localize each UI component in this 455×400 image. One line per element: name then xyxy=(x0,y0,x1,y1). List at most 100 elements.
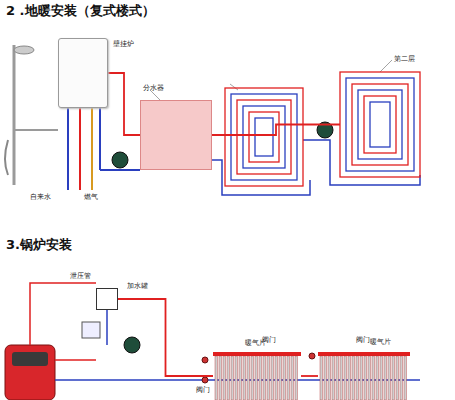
radiator-fin xyxy=(235,356,237,400)
wall-boiler: 壁挂炉 xyxy=(58,38,108,108)
radiator-fin xyxy=(372,356,374,400)
heating-coil xyxy=(255,118,273,156)
radiator-fin xyxy=(295,356,297,400)
heating-coil xyxy=(243,106,285,168)
controller xyxy=(82,322,100,338)
part-label: 燃气 xyxy=(84,194,98,201)
radiator-fin xyxy=(360,356,362,400)
boiler xyxy=(5,345,55,400)
radiator-fin xyxy=(275,356,277,400)
manifold: 分水器 xyxy=(140,100,212,170)
leader-line xyxy=(380,60,392,72)
heating-coil xyxy=(364,96,396,153)
radiator-fin xyxy=(259,356,261,400)
radiator-fin xyxy=(251,356,253,400)
radiator-fin xyxy=(267,356,269,400)
heating-coil xyxy=(352,84,408,165)
pipe-connector xyxy=(301,375,318,377)
radiator-fin xyxy=(320,356,322,400)
radiator-fin xyxy=(332,356,334,400)
radiator-fin xyxy=(287,356,289,400)
pipe-connector xyxy=(212,125,340,136)
valve xyxy=(202,377,208,383)
radiator-fin xyxy=(380,356,382,400)
valve xyxy=(309,353,315,359)
part-label: 阀门 xyxy=(262,337,276,344)
radiator-header xyxy=(213,352,301,356)
radiator-fin xyxy=(279,356,281,400)
radiator-fin xyxy=(392,356,394,400)
radiator-fin xyxy=(227,356,229,400)
hot-pipe xyxy=(79,108,81,190)
supply-pipe xyxy=(55,359,96,361)
return-pipe xyxy=(99,108,101,170)
pipe-connector xyxy=(118,299,213,376)
return-pipe xyxy=(212,160,310,195)
radiator-fin xyxy=(263,356,265,400)
shower-head xyxy=(14,46,34,54)
radiator-fin xyxy=(223,356,225,400)
radiator-fin xyxy=(400,356,402,400)
heating-coil xyxy=(358,90,402,159)
radiator-fin xyxy=(283,356,285,400)
heating-coil xyxy=(231,94,297,180)
radiator-fin xyxy=(384,356,386,400)
radiator-fin xyxy=(352,356,354,400)
shower-hose xyxy=(5,140,8,175)
heating-coil xyxy=(346,78,414,171)
heating-coil xyxy=(370,102,390,147)
leader-line xyxy=(230,84,238,90)
heating-coil xyxy=(340,72,420,177)
radiator-fin xyxy=(215,356,217,400)
radiator-fin xyxy=(376,356,378,400)
radiator-fin xyxy=(364,356,366,400)
node-label: 第二层 xyxy=(394,56,415,63)
radiator-fin xyxy=(231,356,233,400)
shower-pipe xyxy=(14,129,58,131)
radiator-fin xyxy=(219,356,221,400)
radiator-fin xyxy=(247,356,249,400)
circulation-pump xyxy=(112,152,128,168)
gas-pipe xyxy=(91,108,93,190)
heating-coil xyxy=(249,112,279,162)
part-label: 阀门 xyxy=(356,337,370,344)
radiator-fin xyxy=(348,356,350,400)
radiator-fin xyxy=(368,356,370,400)
pipe-connector xyxy=(108,73,140,135)
circulation-pump xyxy=(317,122,333,138)
radiator: 暖气片 xyxy=(318,352,410,400)
radiator-fin xyxy=(344,356,346,400)
radiator-fin xyxy=(336,356,338,400)
radiator-fin xyxy=(291,356,293,400)
part-label: 泄压管 xyxy=(70,273,91,280)
radiator-fin xyxy=(356,356,358,400)
radiator-fin xyxy=(404,356,406,400)
radiator-fin xyxy=(388,356,390,400)
radiator-fin xyxy=(255,356,257,400)
node-label: 分水器 xyxy=(143,85,164,92)
section-title: 3.锅炉安装 xyxy=(6,238,72,251)
water-pipe xyxy=(67,108,69,190)
water-tank: 加水罐 xyxy=(96,288,118,310)
section-title: 2 .地暖安装（复式楼式） xyxy=(6,4,155,17)
shower-pipe xyxy=(13,45,16,185)
radiator-fin xyxy=(324,356,326,400)
floor-coil: 第二层 xyxy=(340,72,420,177)
radiator-fin xyxy=(243,356,245,400)
node-label: 暖气片 xyxy=(370,339,391,346)
node-label: 壁挂炉 xyxy=(113,41,134,48)
part-label: 自来水 xyxy=(30,194,51,201)
radiator-fin xyxy=(328,356,330,400)
node-label: 加水罐 xyxy=(127,283,148,290)
feed-pipe xyxy=(106,310,108,345)
radiator-fin xyxy=(340,356,342,400)
radiator: 暖气片 xyxy=(213,352,301,400)
return-pipe xyxy=(100,169,140,171)
valve xyxy=(202,357,208,363)
radiator-header xyxy=(318,352,410,356)
boiler-panel xyxy=(12,352,48,366)
part-label: 阀门 xyxy=(196,387,210,394)
radiator-fin xyxy=(396,356,398,400)
circulation-pump xyxy=(124,337,140,353)
